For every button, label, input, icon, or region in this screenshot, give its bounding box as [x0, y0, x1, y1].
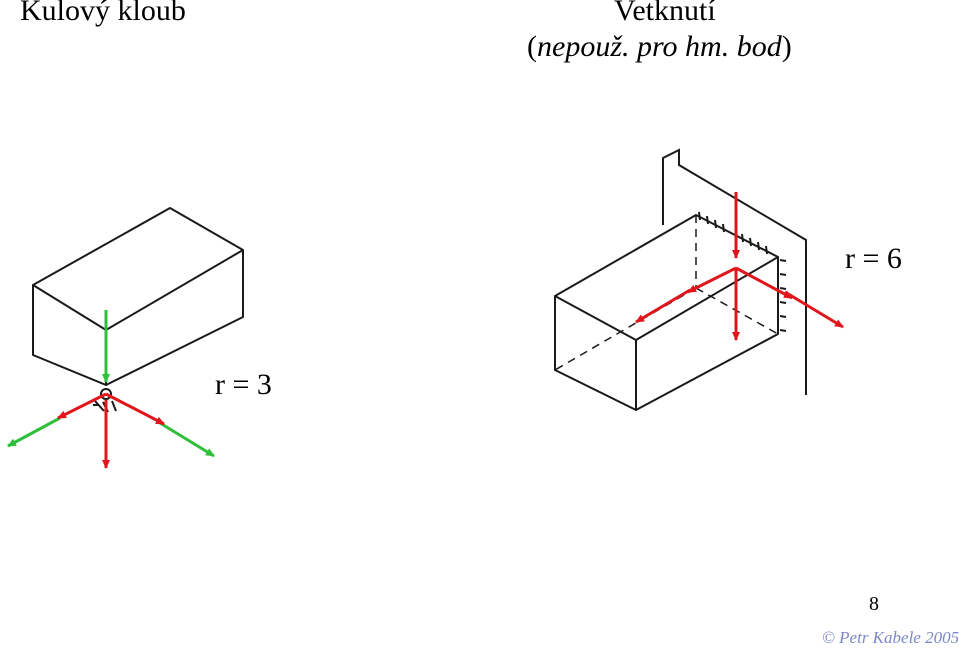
subtitle-text: nepouž. pro hm. bod [537, 30, 782, 63]
force-arrow-left [57, 392, 107, 420]
subtitle-close-paren: ) [781, 30, 792, 63]
right-block-front-face [554, 296, 637, 411]
left-block-front-face [32, 285, 107, 386]
force-arrow-right-right [735, 266, 793, 300]
moment-arrow-right-right [784, 290, 844, 329]
wall [662, 148, 807, 395]
right-block-hidden-edges [554, 215, 779, 371]
left-title: Kulový kloub [20, 0, 186, 27]
page-number: 8 [869, 593, 879, 615]
left-block [32, 207, 244, 386]
left-block-side-face [105, 250, 244, 386]
right-moment-vectors [635, 192, 844, 329]
left-moment-vectors [7, 310, 215, 458]
subtitle-open-paren: ( [527, 30, 537, 63]
moment-arrow-left [7, 416, 61, 448]
right-dof-label: r = 6 [845, 242, 902, 275]
right-block-top-face [554, 214, 779, 341]
moment-arrow-left-right [635, 288, 691, 324]
wall-outline [662, 148, 807, 395]
copyright-notice: © Petr Kabele 2005 [822, 628, 959, 647]
right-block [554, 214, 779, 411]
wall-hatch-icon [698, 211, 787, 332]
left-block-top-face [32, 207, 244, 331]
left-dof-label: r = 3 [215, 368, 272, 401]
right-block-side-face [635, 257, 779, 411]
force-arrow-left-right [687, 266, 737, 294]
left-force-vectors [57, 392, 165, 469]
moment-arrow-right [159, 421, 215, 458]
right-subtitle: (nepouž. pro hm. bod) [527, 30, 792, 64]
right-force-vectors [687, 266, 793, 341]
force-arrow-right [105, 392, 165, 426]
right-title: Vetknutí [614, 0, 716, 27]
